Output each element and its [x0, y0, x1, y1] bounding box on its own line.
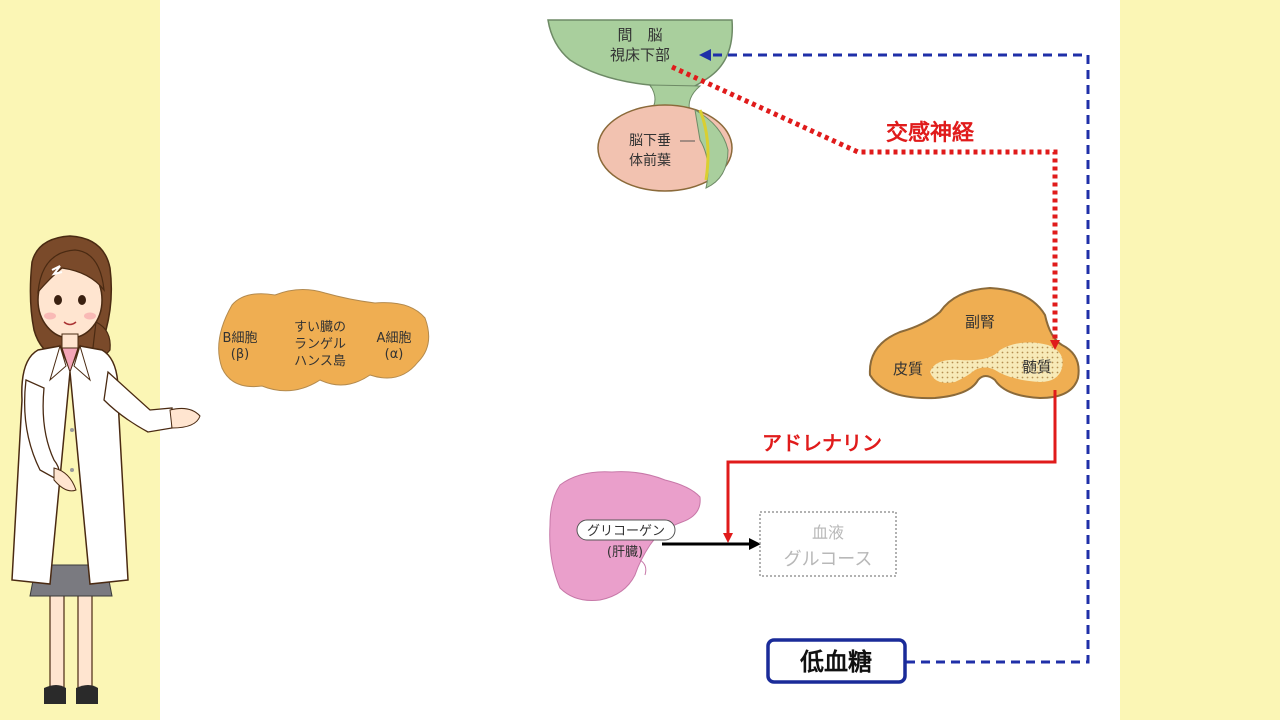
- blood-glucose-line2: グルコース: [784, 549, 873, 570]
- glycogen-label: グリコーゲン: [587, 524, 665, 539]
- sympathetic-nerve-label: 交感神経: [886, 120, 975, 146]
- liver-label: (肝臓): [607, 545, 643, 560]
- glycogen-label-box: グリコーゲン: [576, 519, 676, 541]
- islet-label-1: すい臓の: [294, 320, 346, 335]
- adrenaline-path: [723, 390, 1057, 543]
- islet-label-2: ランゲル: [294, 337, 346, 352]
- adrenal-cortex-shape: [868, 286, 1080, 400]
- pituitary-label-2: 体前葉: [629, 152, 671, 169]
- islet-label-3: ハンス島: [294, 354, 346, 369]
- a-cell-symbol: (α): [385, 347, 404, 362]
- low-blood-sugar-box: 低血糖: [766, 638, 907, 684]
- a-cell-label: A細胞: [377, 331, 412, 346]
- b-cell-symbol: (β): [231, 347, 249, 362]
- right-side-panel: [1120, 0, 1280, 720]
- blood-glucose-box: 血液 グルコース: [759, 511, 897, 577]
- diencephalon-label: 間 脳: [617, 26, 662, 44]
- adrenal-medulla-label: 髄質: [1022, 358, 1052, 376]
- b-cell-label: B細胞: [223, 331, 258, 346]
- adrenal-title: 副腎: [965, 313, 995, 331]
- islet-shape: [218, 289, 430, 392]
- sympathetic-nerve-path: [670, 64, 1060, 350]
- doctor-presenter-icon: [11, 235, 201, 704]
- pituitary-label-1: 脳下垂: [629, 133, 671, 149]
- pituitary-boundary-line: [698, 109, 710, 181]
- pancreas-islet-diagram: B細胞 (β) すい臓の ランゲル ハンス島 A細胞 (α): [218, 289, 430, 392]
- low-sugar-feedback-path: [699, 49, 1090, 664]
- hypothalamus-label: 視床下部: [610, 46, 670, 64]
- adrenaline-label: アドレナリン: [762, 431, 882, 455]
- adrenal-cortex-label: 皮質: [893, 360, 923, 378]
- adrenal-medulla-shape: [930, 342, 1063, 383]
- low-blood-sugar-label: 低血糖: [799, 648, 872, 676]
- brain-diagram: 間 脳 視床下部 脳下垂 体前葉: [547, 19, 734, 192]
- adrenal-gland-diagram: 副腎 皮質 髄質: [868, 286, 1080, 400]
- blood-glucose-line1: 血液: [812, 523, 844, 542]
- liver-diagram: グリコーゲン (肝臓): [549, 471, 701, 601]
